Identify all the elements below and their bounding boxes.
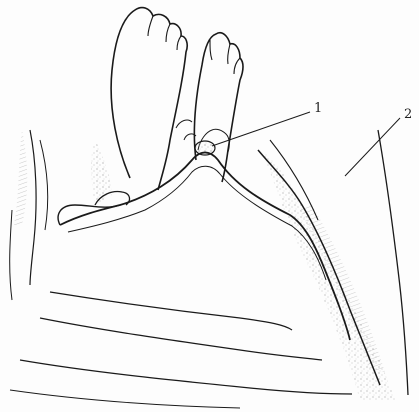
left-vertical-3: [10, 210, 12, 300]
label-2: 2: [404, 107, 412, 122]
toe-bumps-2: [176, 120, 196, 140]
left-vertical-2: [40, 140, 48, 230]
right-vertical: [378, 130, 408, 395]
left-tissue-shading: [91, 140, 112, 205]
leader-line-2: [345, 118, 400, 176]
label-1: 1: [314, 101, 322, 116]
left-foot-toe-lines: [148, 16, 181, 50]
left-vertical-1: [30, 130, 36, 285]
left-foot: [111, 8, 187, 190]
bottom-line-1: [50, 292, 292, 330]
bottom-line-3: [20, 360, 352, 394]
leader-line-1: [212, 112, 310, 146]
bottom-line-4: [10, 390, 240, 408]
left-outer-shading: [14, 130, 27, 225]
